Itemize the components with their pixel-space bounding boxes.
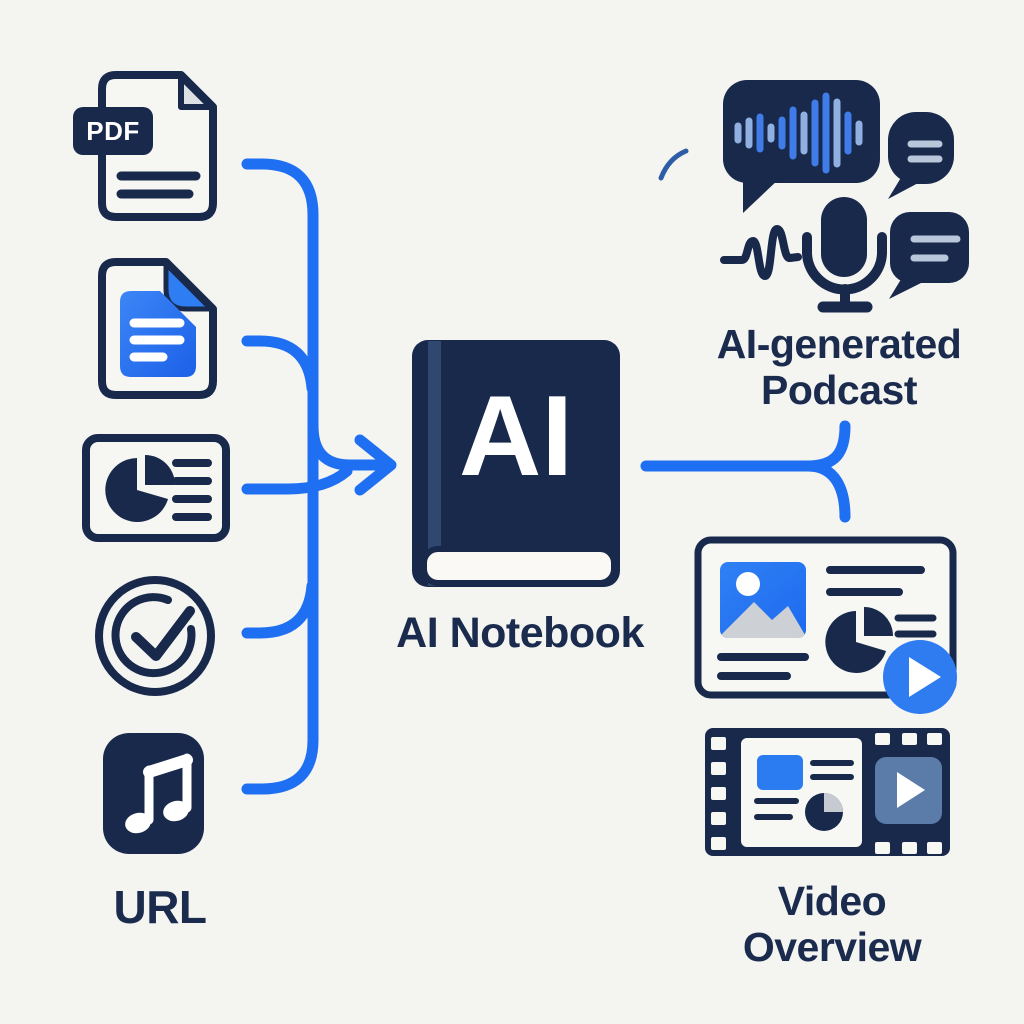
book-page	[421, 546, 617, 586]
audio-wave-icon	[720, 224, 802, 281]
frame-pie-wedge	[824, 793, 843, 812]
book-monogram-label: AI	[459, 373, 573, 500]
flow-doc-stub	[241, 335, 318, 394]
flow-check-stub	[241, 580, 318, 639]
speech-bubble-waveform-icon	[723, 80, 880, 213]
waveform-bars	[734, 92, 863, 174]
stray-mark	[658, 148, 689, 181]
check-circle-icon	[95, 576, 215, 696]
music-note-icon	[103, 733, 204, 854]
sprocket-holes	[711, 733, 942, 854]
mountain-shape	[720, 602, 806, 638]
image-sun	[736, 572, 760, 596]
film-frame	[741, 738, 862, 847]
page-fold	[178, 74, 214, 110]
video-label-line2: Overview	[742, 924, 922, 970]
frame-image-block	[757, 755, 803, 790]
podcast-output-label: AI-generated Podcast	[683, 321, 995, 413]
pie-chart-icon	[825, 611, 886, 673]
url-label: URL	[113, 881, 207, 933]
chat-bubble-icon	[888, 112, 954, 199]
film-play-triangle	[897, 772, 925, 808]
input-flow-connectors	[241, 158, 397, 795]
microphone-icon	[802, 197, 887, 313]
pie-chart-icon	[105, 458, 168, 522]
podcast-label-line2: Podcast	[761, 367, 918, 413]
pdf-file-icon	[73, 71, 217, 221]
book-spine	[428, 341, 441, 586]
google-doc-icon	[98, 258, 217, 399]
chat-bubble-icon-2	[889, 212, 969, 299]
pdf-badge-label: PDF	[86, 115, 140, 146]
podcast-label-line1: AI-generated	[716, 321, 962, 367]
video-output-label: Video Overview	[692, 878, 972, 970]
slides-chart-icon	[82, 434, 230, 542]
video-label-line1: Video	[777, 878, 887, 924]
slide-presentation-icon	[694, 536, 957, 699]
check-mark	[131, 606, 195, 661]
pdf-badge	[73, 107, 153, 155]
output-fork-down	[802, 460, 851, 523]
output-flow-connectors	[640, 420, 851, 523]
doc-fold	[163, 261, 214, 312]
pie-wedge	[145, 455, 175, 485]
film-strip-icon	[705, 728, 950, 856]
flow-trunk-line	[241, 158, 319, 795]
flow-arrowhead-icon	[354, 434, 397, 496]
pie-wedge	[864, 607, 893, 636]
ai-notebook-label: AI Notebook	[396, 609, 644, 657]
flow-arrow-shaft	[307, 420, 388, 471]
play-button-icon	[883, 640, 957, 714]
output-fork-up	[802, 420, 851, 472]
ai-notebook-book-icon	[412, 340, 620, 587]
flow-slides-stub	[241, 465, 353, 495]
